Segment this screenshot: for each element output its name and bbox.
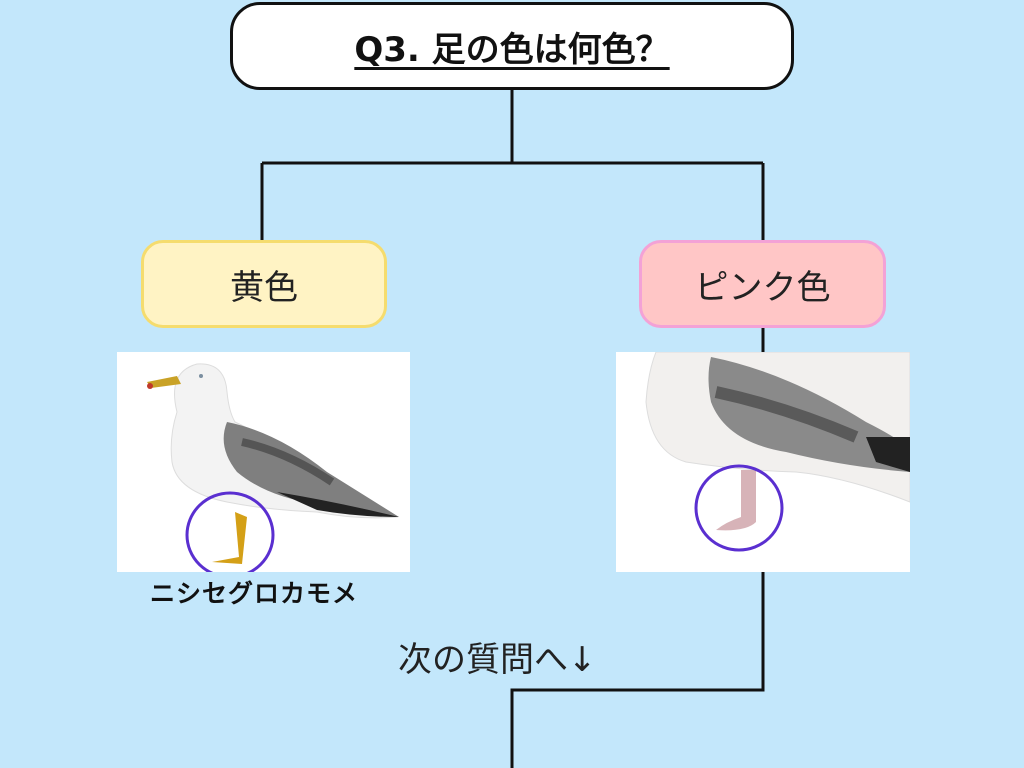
option-yellow-label: 黄色 bbox=[230, 267, 298, 308]
question-box: Q3. 足の色は何色？ bbox=[230, 2, 794, 90]
highlight-circle bbox=[694, 464, 784, 552]
gull-pink-legs-image bbox=[616, 352, 910, 572]
option-yellow: 黄色 bbox=[141, 240, 387, 328]
option-pink-label: ピンク色 bbox=[694, 267, 831, 308]
gull-yellow-legs-image bbox=[117, 352, 410, 572]
result-species-name: ニシセグロカモメ bbox=[150, 579, 359, 608]
highlight-circle bbox=[185, 491, 275, 572]
option-pink: ピンク色 bbox=[639, 240, 886, 328]
next-question-label: 次の質問へ↓ bbox=[398, 640, 597, 680]
question-title: Q3. 足の色は何色？ bbox=[354, 29, 670, 70]
